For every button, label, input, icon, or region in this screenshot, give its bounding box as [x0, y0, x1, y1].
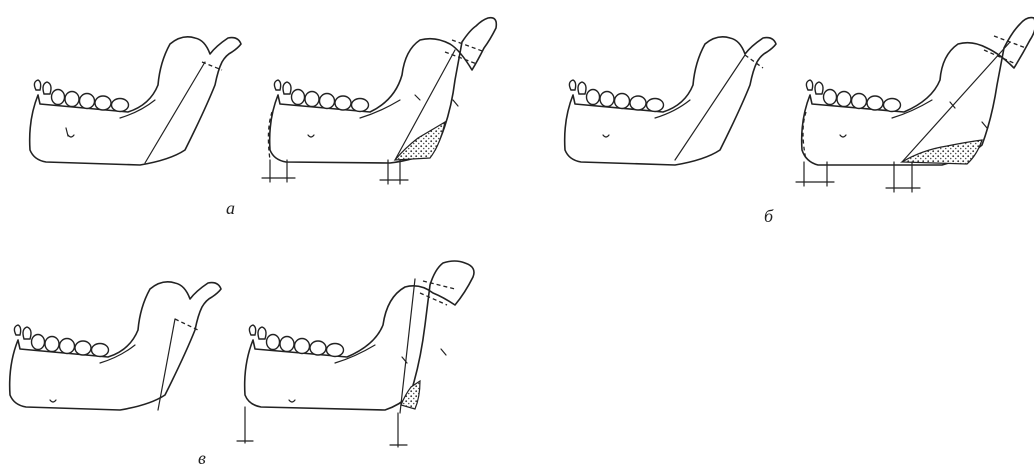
panel-a: а	[30, 18, 497, 218]
mandible-before-a	[30, 37, 241, 165]
mandible-after-v	[237, 261, 474, 447]
mandible-before-v	[10, 282, 221, 410]
panel-label-a: а	[226, 198, 235, 218]
panel-label-b: б	[764, 206, 774, 226]
panel-b: б	[565, 18, 1034, 226]
mandible-after-b	[796, 18, 1034, 192]
mandible-before-b	[565, 37, 776, 165]
mandible-after-a	[262, 18, 496, 184]
panel-v: в	[10, 261, 474, 466]
panel-label-v: в	[198, 448, 206, 466]
